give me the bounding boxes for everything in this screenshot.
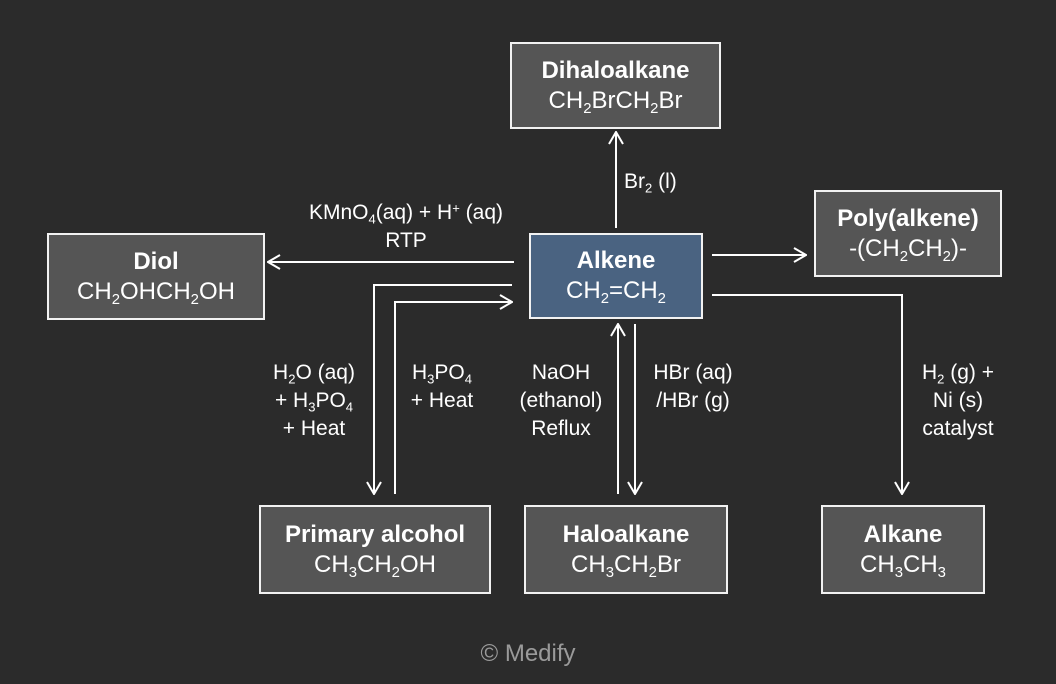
- haloalkane-box: Haloalkane CH3CH2Br: [524, 505, 728, 594]
- hydration-line-3: + Heat: [282, 417, 346, 440]
- hydrogenation-line-2: Ni (s): [932, 389, 984, 412]
- hydrogenation-line-1: H2 (g) +: [921, 361, 995, 387]
- diol-name: Diol: [133, 247, 179, 275]
- alkane-box: Alkane CH3CH3: [821, 505, 985, 594]
- hydrogenation-condition: H2 (g) + Ni (s) catalyst: [906, 359, 1010, 443]
- dehydration-line-1: H3PO4: [411, 361, 472, 387]
- haloalkane-name: Haloalkane: [562, 520, 690, 548]
- oxidation-line-1: KMnO4(aq) + H+ (aq): [308, 200, 503, 227]
- arrow-from-primary-alcohol: [394, 302, 512, 494]
- elimination-line-3: Reflux: [531, 417, 591, 440]
- diol-formula: CH2OHCH2OH: [77, 277, 235, 308]
- alkene-name: Alkene: [576, 247, 656, 274]
- dihaloalkane-formula: CH2BrCH2Br: [548, 86, 683, 117]
- dihaloalkane-name: Dihaloalkane: [541, 56, 690, 84]
- alkane-formula: CH3CH3: [860, 550, 946, 581]
- alkane-name: Alkane: [863, 520, 943, 548]
- haloalkane-formula: CH3CH2Br: [571, 550, 681, 581]
- primary-alcohol-box: Primary alcohol CH3CH2OH: [259, 505, 491, 594]
- polyalkene-formula: -(CH2CH2)-: [849, 234, 967, 265]
- dehydration-condition: H3PO4 + Heat: [398, 359, 486, 415]
- dehydration-line-2: + Heat: [410, 389, 474, 412]
- polyalkene-box: Poly(alkene) -(CH2CH2)-: [814, 190, 1002, 277]
- bromination-condition: Br2 (l): [624, 170, 677, 196]
- hydration-line-2: + H3PO4: [274, 389, 354, 415]
- elimination-line-1: NaOH: [531, 361, 591, 384]
- elimination-condition: NaOH (ethanol) Reflux: [506, 359, 616, 443]
- oxidation-line-2: RTP: [385, 229, 427, 252]
- primary-alcohol-formula: CH3CH2OH: [314, 550, 436, 581]
- hydrohalogenation-condition: HBr (aq) /HBr (g): [642, 359, 744, 415]
- hydrogenation-line-3: catalyst: [922, 417, 994, 440]
- hydrohalogenation-line-2: /HBr (g): [656, 389, 730, 412]
- copyright-footer: © Medify: [480, 640, 576, 667]
- elimination-line-2: (ethanol): [519, 389, 603, 412]
- hydrohalogenation-line-1: HBr (aq): [653, 361, 733, 384]
- alkene-box: Alkene CH2=CH2: [529, 233, 703, 319]
- diol-box: Diol CH2OHCH2OH: [47, 233, 265, 320]
- primary-alcohol-name: Primary alcohol: [284, 520, 466, 548]
- hydration-condition: H2O (aq) + H3PO4 + Heat: [258, 359, 370, 443]
- polyalkene-name: Poly(alkene): [837, 204, 979, 232]
- oxidation-condition: KMnO4(aq) + H+ (aq) RTP: [288, 199, 524, 255]
- alkene-formula: CH2=CH2: [566, 277, 666, 308]
- arrow-to-alkane: [712, 294, 902, 494]
- hydration-line-1: H2O (aq): [273, 361, 355, 387]
- dihaloalkane-box: Dihaloalkane CH2BrCH2Br: [510, 42, 721, 129]
- arrow-to-primary-alcohol: [374, 284, 512, 494]
